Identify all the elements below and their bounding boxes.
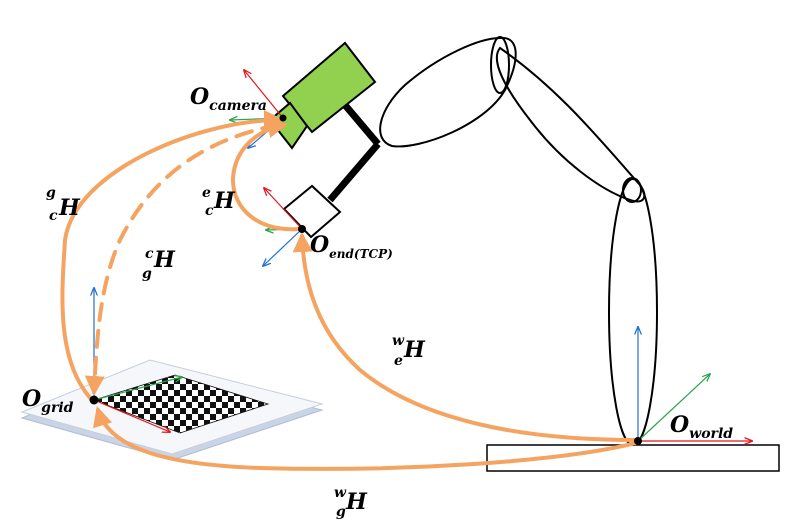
- arrow-grid-to-camera: [60, 110, 284, 402]
- svg-text:c: c: [145, 246, 154, 262]
- camera: [268, 41, 377, 150]
- label-frame-grid: Ogrid: [22, 386, 74, 416]
- camera-mount-bracket: [342, 102, 381, 147]
- label-transform-end-to-camera: e c H: [202, 185, 236, 219]
- svg-text:w: w: [334, 485, 347, 501]
- gripper-mount-bracket: [327, 141, 381, 203]
- svg-text:w: w: [392, 333, 405, 349]
- svg-text:e: e: [394, 353, 403, 369]
- transform-arrows: [60, 110, 638, 471]
- label-frame-end: Oend(TCP): [310, 232, 393, 261]
- origin-point-world: [634, 437, 642, 445]
- svg-text:g: g: [336, 504, 346, 520]
- lower-arm-link: [608, 178, 658, 446]
- wrist-joint: [490, 36, 510, 94]
- label-transform-world-to-end: w e H: [392, 333, 426, 369]
- origin-point-end: [298, 225, 306, 233]
- svg-text:c: c: [49, 208, 58, 224]
- svg-text:g: g: [142, 266, 152, 282]
- checkerboard-pattern: [92, 374, 270, 434]
- label-transform-camera-to-grid: c g H: [142, 246, 176, 282]
- origin-point-grid: [89, 395, 99, 405]
- origin-point-camera: [279, 114, 287, 122]
- arrow-world-to-end: [292, 232, 638, 442]
- robot-arm: [379, 36, 658, 446]
- arrow-camera-to-grid: [84, 123, 280, 396]
- arrow-world-to-grid: [93, 406, 638, 471]
- world-axes: [638, 327, 752, 441]
- svg-text:g: g: [46, 185, 56, 201]
- svg-text:H: H: [58, 195, 81, 221]
- svg-text:H: H: [153, 247, 176, 273]
- elbow-joint-link: [495, 46, 646, 203]
- upper-arm-link: [379, 36, 517, 148]
- label-transform-grid-to-camera: g c H: [46, 185, 81, 224]
- svg-text:H: H: [403, 337, 426, 363]
- arrow-end-to-camera: [230, 118, 301, 232]
- svg-text:e: e: [202, 185, 211, 201]
- svg-text:H: H: [345, 489, 368, 515]
- svg-text:c: c: [205, 203, 214, 219]
- label-frame-camera: Ocamera: [190, 84, 267, 114]
- label-frame-world: Oworld: [670, 412, 733, 442]
- label-transform-world-to-grid: w g H: [334, 485, 368, 520]
- svg-text:H: H: [213, 188, 236, 214]
- elbow-joint: [622, 177, 642, 203]
